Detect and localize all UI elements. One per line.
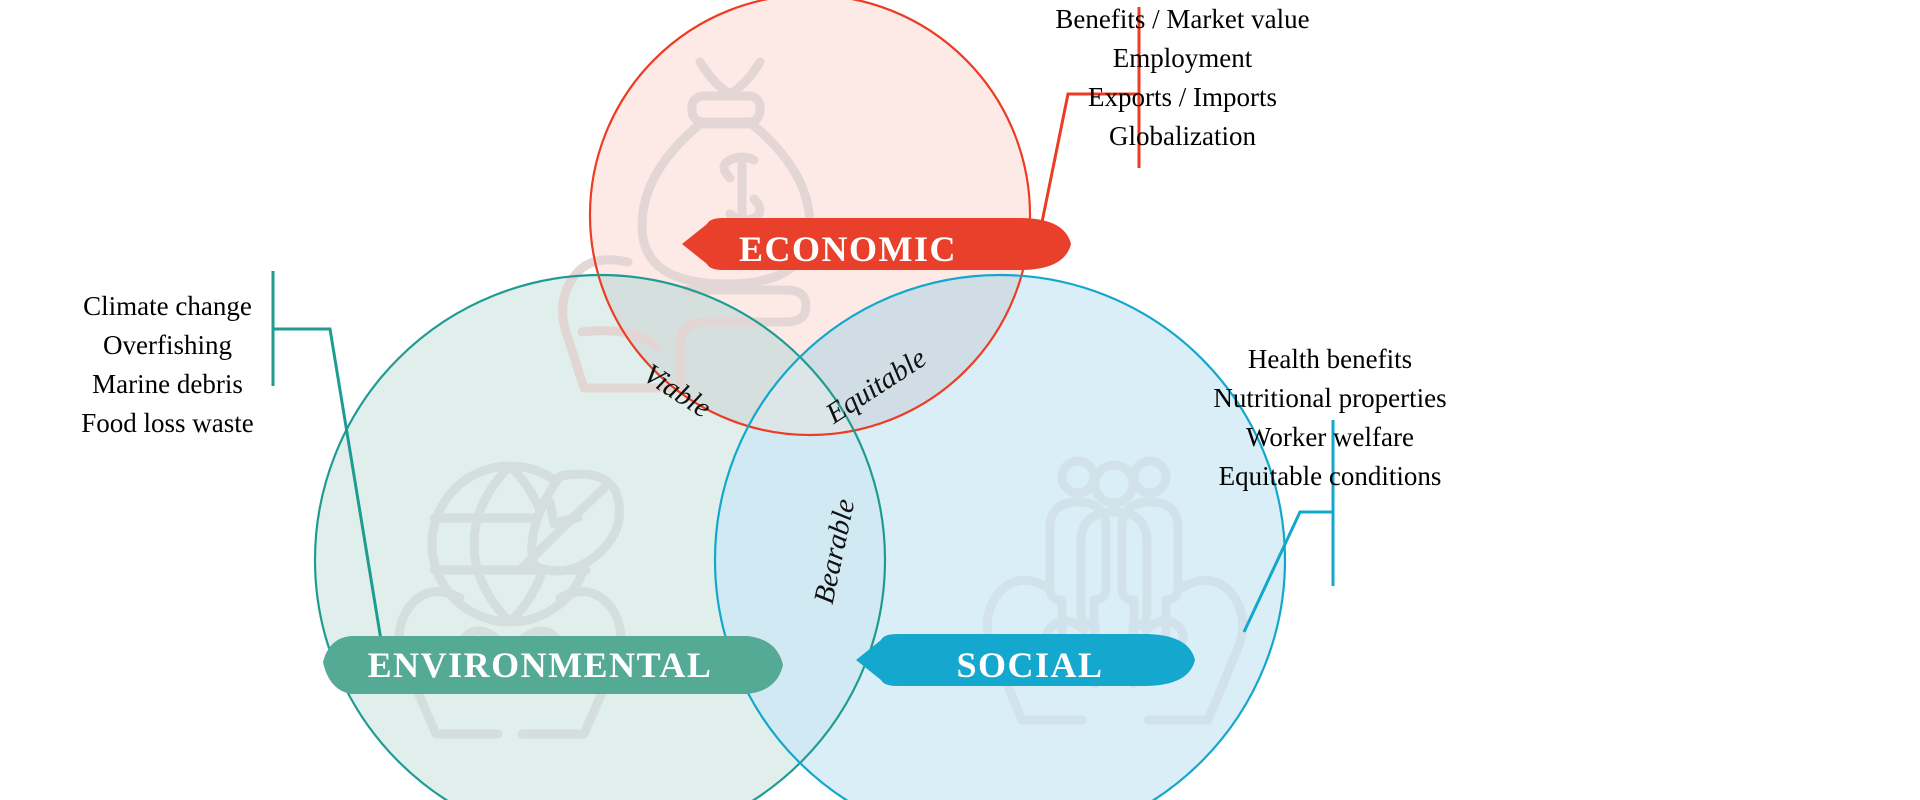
list-item-social-3: Equitable conditions <box>1218 460 1442 491</box>
list-item-social-1: Nutritional properties <box>1213 382 1447 413</box>
social-circle-outline <box>713 273 1287 800</box>
list-item-social-2: Worker welfare <box>1246 421 1414 452</box>
overlap-eco-soc <box>715 275 1030 435</box>
ribbon-label-economic: ECONOMIC <box>739 229 957 269</box>
connector-bracket-environmental <box>271 271 383 641</box>
list-social: Health benefits Nutritional properties W… <box>1110 340 1550 496</box>
connector-bracket-social <box>1242 420 1335 633</box>
list-item-environmental-1: Overfishing <box>103 329 232 360</box>
list-item-economic-0: Benefits / Market value <box>1055 4 1310 34</box>
list-item-economic-2: Exports / Imports <box>1088 81 1277 112</box>
ribbon-environmental[interactable] <box>323 636 783 694</box>
ribbon-label-social: SOCIAL <box>956 645 1104 685</box>
list-economic: Benefits / Market value Employment Expor… <box>960 0 1405 156</box>
ribbon-social-shape <box>856 634 1195 686</box>
list-item-economic-3: Globalization <box>1109 120 1256 151</box>
ribbon-environmental-shape <box>323 636 783 694</box>
circle-outlines <box>313 0 1287 800</box>
social-bracket-elbow <box>1242 510 1333 633</box>
environmental-circle-outline <box>313 273 887 800</box>
list-item-environmental-2: Marine debris <box>92 368 243 399</box>
connector-bracket-economic <box>1038 7 1141 233</box>
list-environmental: Climate change Overfishing Marine debris… <box>0 287 335 443</box>
environmental-bracket-elbow <box>273 327 383 641</box>
ribbon-economic-shape <box>682 218 1071 270</box>
overlap-eco-env <box>590 275 885 435</box>
economic-circle-outline <box>588 0 1032 437</box>
list-item-social-0: Health benefits <box>1247 344 1413 374</box>
list-item-economic-1: Employment <box>1112 42 1253 73</box>
ribbon-label-environmental: ENVIRONMENTAL <box>367 645 713 685</box>
ribbon-economic[interactable] <box>682 218 1071 270</box>
list-item-environmental-0: Climate change <box>83 291 252 321</box>
economic-bracket-elbow <box>1038 92 1139 233</box>
ribbon-social[interactable] <box>856 634 1195 686</box>
list-item-environmental-3: Food loss waste <box>81 407 254 438</box>
